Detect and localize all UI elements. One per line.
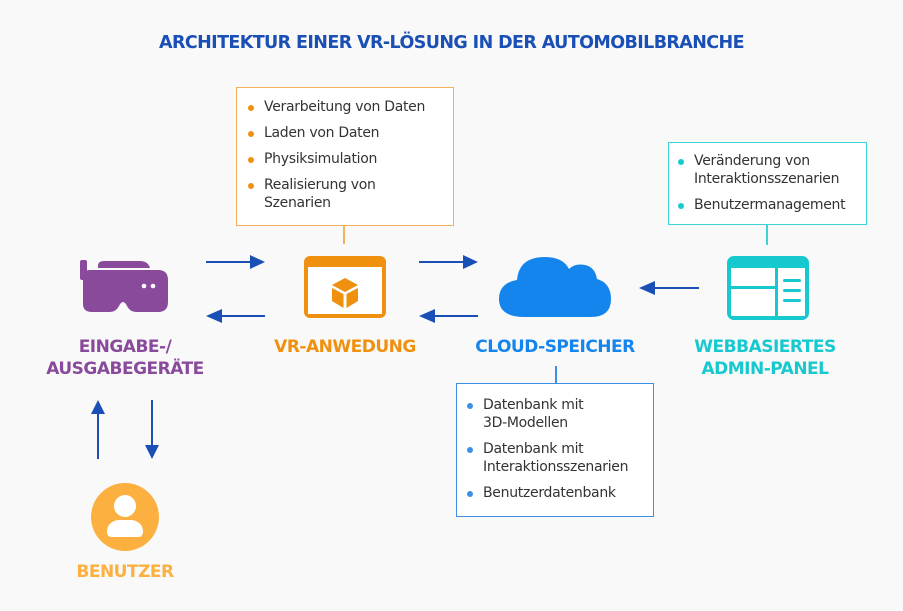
app-window-cube-icon <box>304 256 386 318</box>
diagram-title: ARCHITEKTUR EINER VR-LÖSUNG IN DER AUTOM… <box>159 33 745 53</box>
admin-features-box: Veränderung von Interaktionsszenarien Be… <box>668 142 867 225</box>
vr-headset-icon <box>80 260 168 312</box>
arrow-admin-to-cloud <box>639 281 699 295</box>
list-item: Datenbank mit 3D-Modellen <box>465 396 645 432</box>
arrow-vr-app-to-cloud <box>419 255 478 269</box>
list-item: Physiksimulation <box>246 150 443 168</box>
arrow-vr-app-to-devices <box>206 309 265 323</box>
arrow-user-to-devices <box>91 400 105 459</box>
vr-app-features-box: Verarbeitung von Daten Laden von Daten P… <box>236 87 454 226</box>
arrow-devices-to-vr-app <box>206 255 265 269</box>
admin-features-list: Veränderung von Interaktionsszenarien Be… <box>676 152 858 214</box>
vr-app-box-connector <box>343 226 345 244</box>
devices-label: EINGABE-/ AUSGABEGERÄTE <box>46 337 204 379</box>
list-item: Veränderung von Interaktionsszenarien <box>676 152 858 188</box>
admin-panel-label: WEBBASIERTES ADMIN-PANEL <box>694 337 836 379</box>
user-avatar-icon <box>91 483 159 551</box>
cloud-box-connector <box>555 366 557 383</box>
vr-app-features-list: Verarbeitung von Daten Laden von Daten P… <box>246 98 443 212</box>
cloud-icon <box>499 257 611 317</box>
vr-app-label: VR-ANWEDUNG <box>274 337 416 357</box>
list-item: Datenbank mit Interaktionsszenarien <box>465 440 645 476</box>
list-item: Benutzermanagement <box>676 196 858 214</box>
admin-box-connector <box>766 225 768 245</box>
arrow-cloud-to-vr-app <box>419 309 478 323</box>
list-item: Laden von Daten <box>246 124 443 142</box>
user-label: BENUTZER <box>76 562 174 582</box>
cloud-storage-label: CLOUD-SPEICHER <box>475 337 635 357</box>
arrow-devices-to-user <box>145 400 159 459</box>
admin-panel-icon <box>727 256 809 320</box>
list-item: Verarbeitung von Daten <box>246 98 443 116</box>
cloud-storage-list: Datenbank mit 3D-Modellen Datenbank mit … <box>465 396 645 502</box>
list-item: Realisierung von Szenarien <box>246 176 443 212</box>
cloud-storage-box: Datenbank mit 3D-Modellen Datenbank mit … <box>456 383 654 517</box>
list-item: Benutzerdatenbank <box>465 484 645 502</box>
